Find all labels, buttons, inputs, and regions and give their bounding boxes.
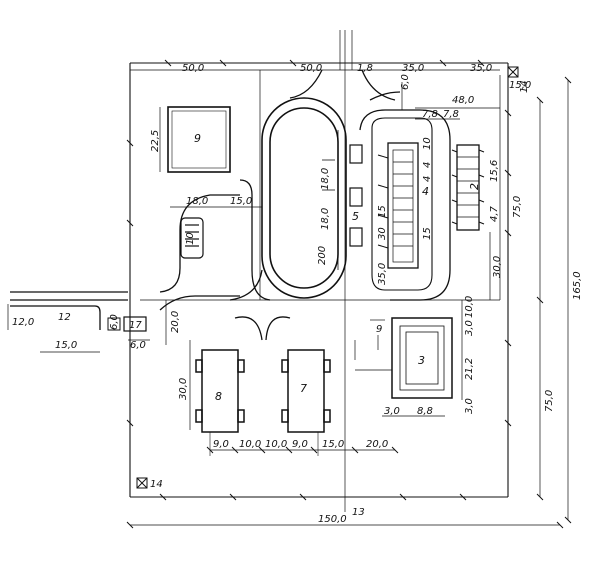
- bottom-dim-2: 10,0: [239, 439, 261, 450]
- track-dim-2: 18,0: [320, 208, 331, 230]
- building-2: [451, 144, 485, 231]
- b4-dim-9: 15: [422, 227, 433, 240]
- track-dim-3: 200: [317, 246, 328, 265]
- b4-dim-1: 7,8: [422, 109, 438, 120]
- corner-mark-14: 14: [150, 479, 163, 490]
- left-dim-6b: 6,0: [130, 340, 146, 351]
- building-3-dimensions: 9 10,0 3,0 21,2 3,0 8,8 3,0: [354, 296, 475, 417]
- right-dimensions: 75,0 165,0: [536, 76, 583, 524]
- top-dim-5: 35,0: [470, 63, 492, 74]
- building-2-label: 2: [468, 183, 481, 190]
- b4-dim-4: 10: [422, 137, 433, 150]
- right-dim-165: 165,0: [572, 271, 583, 300]
- b4-dim-8: 30: [377, 227, 388, 240]
- building-4-dimensions: 6,0 7,8 7,8 48,0 10 4 4 15 30 15 35,0 4: [377, 74, 500, 285]
- center-dim-9: 9: [376, 324, 382, 335]
- running-track: [261, 97, 347, 299]
- b4-dim-2: 7,8: [443, 109, 459, 120]
- corner-dim-14: 14: [519, 80, 530, 93]
- bottom-dim-5: 15,0: [322, 439, 344, 450]
- building-9-dim-1: 18,0: [186, 196, 208, 207]
- left-dim-12a: 12,0: [12, 317, 34, 328]
- b2-dim-0: 15,6: [489, 160, 500, 182]
- b4-dim-10: 35,0: [377, 263, 388, 285]
- b3-dim-5: 3,0: [384, 406, 400, 417]
- top-dim-2: 50,0: [300, 63, 322, 74]
- building-4-label: 4: [422, 185, 429, 198]
- bottom-dimension: 150,0 13 14: [126, 477, 564, 529]
- building-7-label: 7: [300, 382, 307, 395]
- site-boundary: [126, 59, 512, 501]
- top-dimensions: 50,0 50,0 1,8 35,0 35,0 14 15,0: [130, 63, 531, 93]
- b3-dim-0: 10,0: [464, 296, 475, 318]
- top-dim-3: 1,8: [357, 63, 373, 74]
- building-3: 3: [391, 317, 453, 399]
- left-dim-12b: 12: [58, 312, 71, 323]
- b4-dim-6: 4: [422, 176, 433, 182]
- building-4: [371, 117, 433, 291]
- bottom-mark-13: 13: [352, 507, 365, 518]
- b4-dim-5: 4: [422, 162, 433, 168]
- top-dim-4: 35,0: [402, 63, 424, 74]
- b4-dim-3: 48,0: [452, 95, 474, 106]
- bottom-chain-dimensions: 9,0 10,0 10,0 9,0 15,0 20,0: [206, 432, 399, 456]
- bottom-dim-1: 9,0: [213, 439, 229, 450]
- building-8: 8: [195, 349, 245, 433]
- bottom-dim-4: 9,0: [292, 439, 308, 450]
- building-2-dimensions: 2 15,6 4,7 30,0 75,0: [468, 160, 523, 300]
- site-roads: [10, 69, 451, 341]
- bottom-dim-6: 20,0: [366, 439, 388, 450]
- building-9-width: 22,5: [150, 130, 161, 152]
- top-dim-1: 50,0: [182, 63, 204, 74]
- b3-dim-1: 3,0: [464, 320, 475, 336]
- b2-dim-2: 30,0: [492, 256, 503, 278]
- building-10-label: 10: [185, 232, 196, 245]
- bottom-dim-3: 10,0: [265, 439, 287, 450]
- entrance-details: 17 6,0 6,0 15,0 12,0 12: [7, 304, 150, 353]
- b3-dim-3: 3,0: [464, 398, 475, 414]
- building-3-label: 3: [418, 354, 425, 367]
- b2-dim-1: 4,7: [489, 205, 500, 222]
- center-dim-20: 20,0: [170, 311, 181, 333]
- b4-dim-0: 6,0: [400, 74, 411, 90]
- left-dim-17: 17: [129, 320, 142, 331]
- corner-dim-15: 15,0: [509, 80, 531, 91]
- center-lines: [140, 30, 501, 512]
- building-8-dimensions: 30,0: [178, 340, 191, 430]
- track-dimensions: 18,0 18,0 200: [317, 168, 331, 265]
- building-9-dim-2: 15,0: [230, 196, 252, 207]
- building-9: 9 22,5 18,0 15,0: [150, 106, 262, 208]
- left-dim-6a: 6,0: [109, 314, 120, 330]
- b8-dim: 30,0: [178, 378, 189, 400]
- building-5-label: 5: [352, 210, 359, 223]
- building-5: 5: [349, 144, 363, 247]
- left-dim-15: 15,0: [55, 340, 77, 351]
- track-dim-1: 18,0: [320, 168, 331, 190]
- b4-dim-7: 15: [377, 205, 388, 218]
- building-8-label: 8: [215, 390, 222, 403]
- b3-dim-4: 8,8: [417, 406, 433, 417]
- building-10: 10: [180, 217, 204, 259]
- building-7: 7: [281, 349, 331, 433]
- center-dimension: 20,0: [165, 300, 181, 345]
- right-dim-75b: 75,0: [544, 390, 555, 412]
- b3-dim-2: 21,2: [464, 358, 475, 380]
- building-9-label: 9: [194, 132, 201, 145]
- bottom-dim-total: 150,0: [318, 514, 347, 525]
- b2-dim-3: 75,0: [512, 196, 523, 218]
